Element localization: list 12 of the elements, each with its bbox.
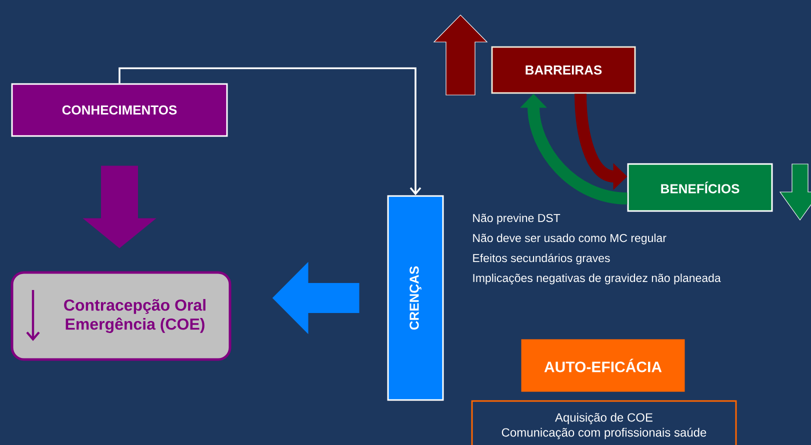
- list-item: Não deve ser usado como MC regular: [473, 234, 666, 244]
- label-box: AUTO-EFICÁCIA: [521, 339, 685, 392]
- result-box: Contracepção Oral Emergência (COE): [10, 271, 232, 361]
- label-box: CRENÇAS: [387, 195, 444, 401]
- list-item: Efeitos secundários graves: [473, 254, 610, 264]
- arrow: [118, 67, 422, 196]
- list-box: Aquisição de COE Comunicação com profissionais saúde: [471, 400, 737, 445]
- list-item: Implicações negativas de gravidez não planeada: [473, 274, 721, 284]
- label-box: CONHECIMENTOS: [11, 83, 228, 137]
- list-item: Não previne DST: [473, 214, 560, 224]
- label-box: BARREIRAS: [491, 46, 636, 94]
- label-box: BENEFÍCIOS: [627, 163, 773, 212]
